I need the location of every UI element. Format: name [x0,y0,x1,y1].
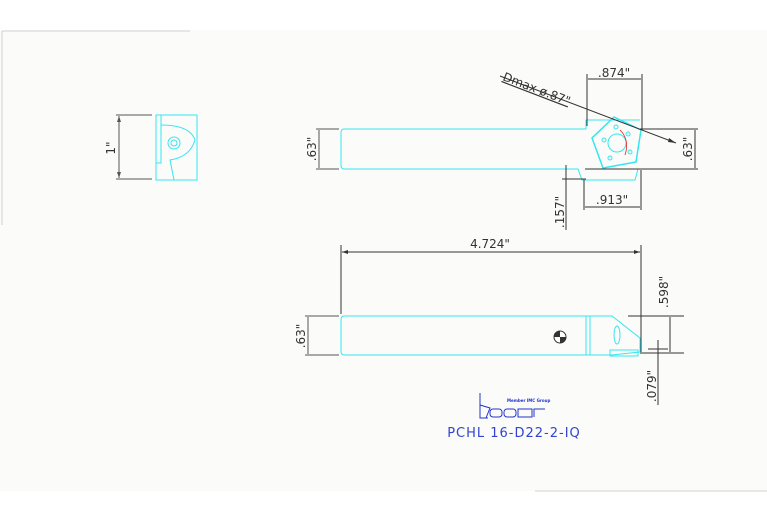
insert-offset-label: .913" [596,193,628,207]
end-view: 1" [104,114,198,181]
side-view-shank [340,315,641,356]
side-view: 4.724" .63" .598" .079" [294,237,684,405]
logo-tagline: Member IMC Group [507,398,550,403]
end-view-height-label: 1" [104,141,118,154]
shank-height-left-label: .63" [305,137,319,162]
step-label: .157" [553,196,567,228]
side-shank-height-label: .63" [294,324,308,349]
tip-height-label: .598" [657,276,671,308]
end-view-clamp [155,114,162,164]
end-view-screw-inner [170,139,178,147]
tip-offset-label: .079" [645,370,659,402]
end-view-screw [167,136,181,150]
side-view-insert [609,349,639,357]
overall-length-label: 4.724" [470,237,510,251]
end-view-contour [160,124,196,181]
insert-red-arc [619,129,628,156]
dmax-leader-line [499,75,677,144]
center-of-gravity-icon [553,330,567,344]
insert-screw [607,133,627,153]
drawing-background [0,30,767,491]
iscar-logo: Member IMC Group [479,393,550,419]
part-number-title: PCHL 16-D22-2-IQ [447,426,581,441]
shank-height-right-label: .63" [681,137,695,162]
top-view-shank-end [340,128,345,170]
head-width-label: .874" [598,66,630,80]
